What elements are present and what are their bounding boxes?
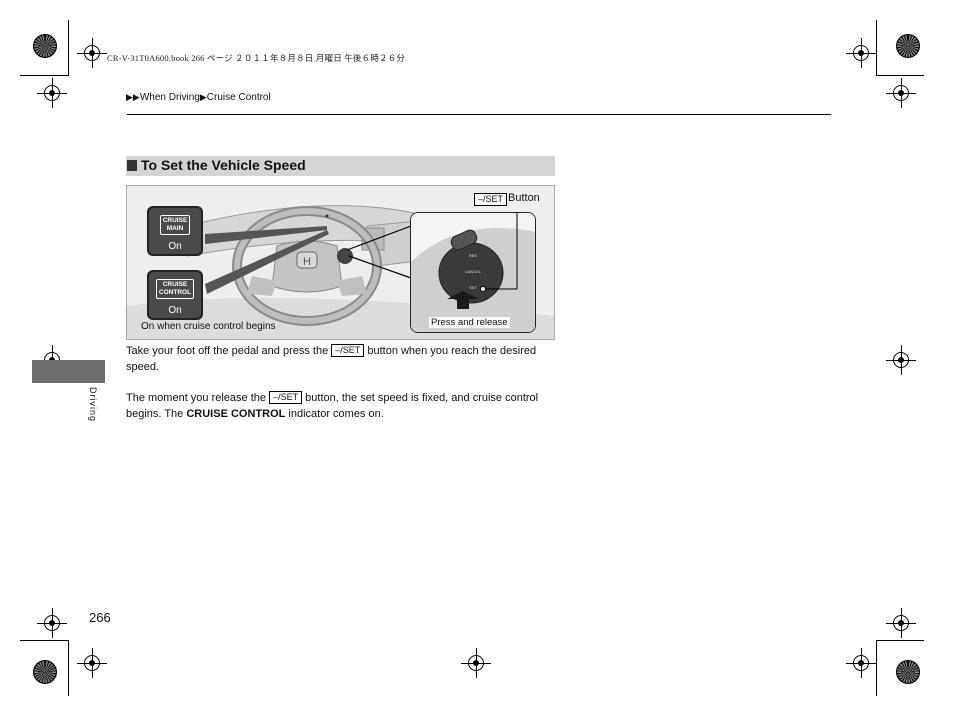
crop-mark [68, 20, 69, 76]
crop-mark [20, 640, 68, 641]
section-square-icon [127, 160, 137, 171]
print-job-line: CR-V-31T0A600.book 266 ページ ２０１１年８月８日 月曜日… [107, 53, 406, 63]
cruise-control-icon: CRUISE CONTROL [155, 279, 195, 299]
figure-caption-bottom: On when cruise control begins [141, 321, 276, 332]
breadcrumb-item-cruise-control[interactable]: Cruise Control [206, 92, 271, 103]
wheel-logo: H [303, 256, 311, 268]
paragraph-press-set: Take your foot off the pedal and press t… [126, 344, 537, 373]
set-button-label[interactable]: –/SET [474, 193, 508, 206]
cruise-control-indicator-name: CRUISE CONTROL [186, 408, 286, 420]
paragraph-release-set: The moment you release the –/SET button,… [126, 391, 539, 420]
crop-mark [876, 20, 877, 76]
chapter-side-label: Driving [88, 387, 98, 423]
chapter-side-tab[interactable] [32, 360, 105, 383]
cruise-main-indicator: CRUISE MAIN On [147, 206, 203, 256]
cruise-switch-location [337, 248, 353, 264]
registration-mark [37, 608, 67, 638]
registration-mark [886, 78, 916, 108]
breadcrumb: ▶▶When Driving▶Cruise Control [126, 92, 271, 103]
breadcrumb-separator: ▶ [199, 92, 207, 102]
registration-mark [77, 648, 107, 678]
svg-text:CANCEL: CANCEL [465, 269, 482, 274]
press-release-caption: Press and release [429, 317, 510, 328]
inline-set-button[interactable]: –/SET [331, 344, 365, 357]
cruise-main-state: On [168, 241, 182, 252]
svg-text:SET: SET [469, 285, 477, 290]
cruise-control-indicator: CRUISE CONTROL On [147, 270, 203, 320]
print-rosette-top-left [33, 34, 57, 58]
print-rosette-top-right [896, 34, 920, 58]
inline-set-button[interactable]: –/SET [269, 391, 303, 404]
breadcrumb-item-when-driving[interactable]: When Driving [139, 92, 200, 103]
registration-mark [461, 648, 491, 678]
cruise-control-state: On [168, 305, 182, 316]
crop-mark [20, 75, 68, 76]
svg-text:RES: RES [469, 253, 478, 258]
print-rosette-bottom-left [33, 660, 57, 684]
cruise-main-icon: CRUISE MAIN [159, 215, 191, 235]
registration-mark [37, 78, 67, 108]
set-button-suffix: Button [508, 192, 540, 204]
crop-mark [876, 640, 877, 696]
section-title: To Set the Vehicle Speed [141, 157, 306, 173]
print-rosette-bottom-right [896, 660, 920, 684]
registration-mark [886, 608, 916, 638]
registration-mark [886, 345, 916, 375]
crop-mark [68, 640, 69, 696]
registration-mark [846, 648, 876, 678]
registration-mark [77, 38, 107, 68]
crop-mark [876, 640, 924, 641]
breadcrumb-arrows: ▶▶ [126, 92, 140, 102]
switch-closeup-illustration: RES CANCEL SET [411, 213, 535, 332]
header-rule [127, 114, 831, 115]
page-number: 266 [89, 610, 111, 625]
crop-mark [876, 75, 924, 76]
switch-closeup-inset: RES CANCEL SET Press and release [410, 212, 536, 333]
registration-mark [846, 38, 876, 68]
section-heading: To Set the Vehicle Speed [126, 156, 555, 176]
